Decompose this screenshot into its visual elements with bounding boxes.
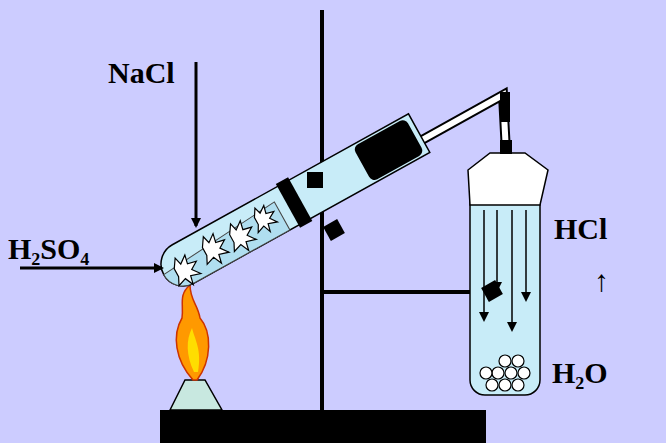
water-bubbles xyxy=(480,355,530,391)
funnel xyxy=(468,153,548,205)
reagent-label: H₂SO₄ xyxy=(8,234,89,264)
stand-arm xyxy=(322,290,494,294)
solvent-label: H₂O xyxy=(552,358,608,388)
pointer-arrow xyxy=(195,62,198,226)
stand-base xyxy=(160,410,486,443)
receiving-tube xyxy=(470,198,540,395)
burner xyxy=(170,380,222,410)
clamp xyxy=(307,172,323,188)
reagent-label: NaCl xyxy=(108,58,175,88)
flame xyxy=(176,285,208,380)
tube-joint xyxy=(500,92,510,122)
flame-core xyxy=(188,328,199,372)
clamp xyxy=(323,219,345,241)
funnel-neck xyxy=(500,140,512,154)
gas-flow-arrows xyxy=(484,210,526,330)
test-tube xyxy=(152,111,432,296)
gas-arrow-symbol: ↑ xyxy=(594,266,609,296)
pointer-arrow xyxy=(20,267,162,270)
product-label: HCl xyxy=(554,214,607,244)
